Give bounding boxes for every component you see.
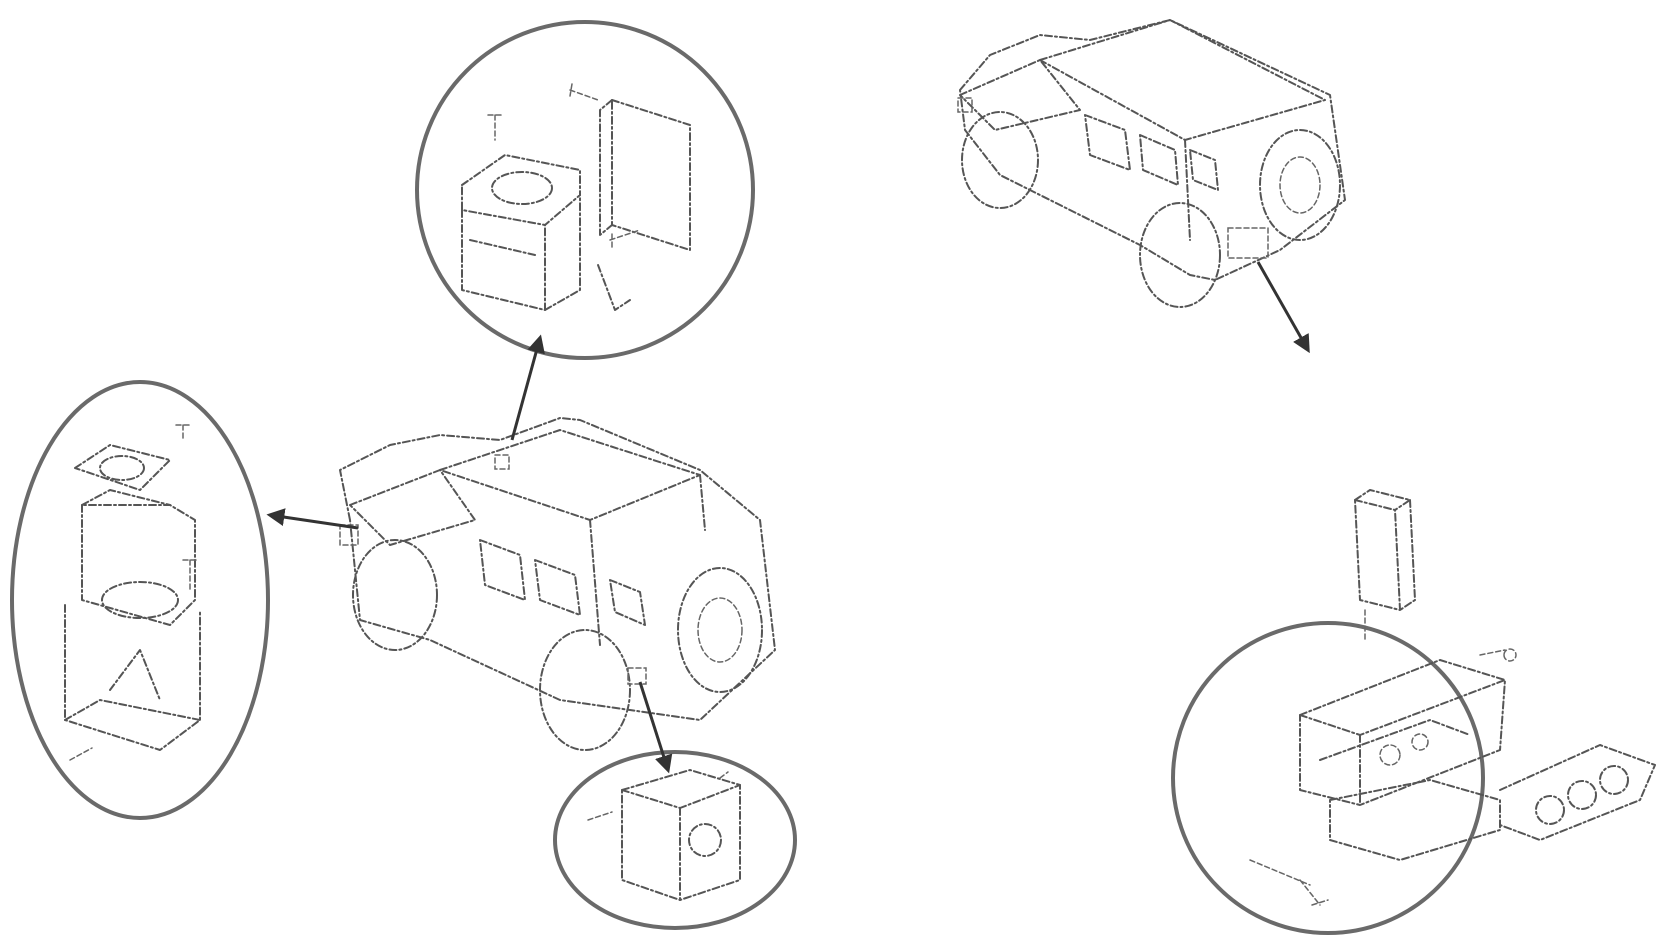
leader-arrow-secondary xyxy=(1256,261,1310,354)
vehicle-main xyxy=(339,417,776,751)
rear-mount-detail xyxy=(553,750,797,930)
vehicle-secondary xyxy=(957,19,1346,308)
hitch-assembly-detail xyxy=(1171,489,1656,935)
front-mount-detail xyxy=(10,380,270,820)
roof-bracket-detail xyxy=(415,20,755,360)
leader-arrows-main xyxy=(266,334,673,774)
